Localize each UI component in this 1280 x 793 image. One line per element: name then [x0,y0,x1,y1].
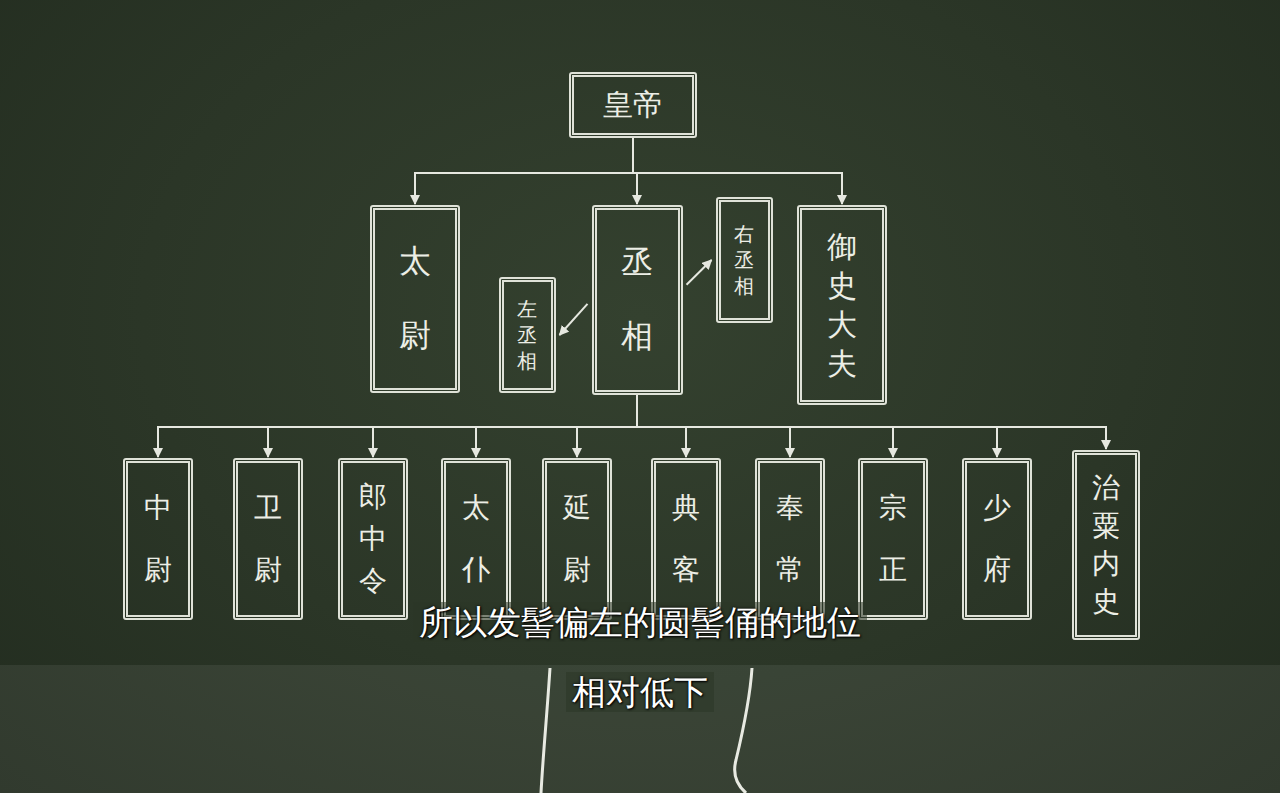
hierarchy-connector [577,395,637,457]
hierarchy-connector [373,395,637,457]
office-name: 太仆 [462,477,490,600]
subtitle-text: 相对低下 [566,672,714,712]
office-box: 卫尉 [233,458,303,620]
office-box: 延尉 [542,458,612,620]
deputy-box: 右丞相 [716,197,773,323]
subtitle-line: 相对低下 [0,670,1280,716]
office-name: 宗正 [879,477,907,600]
hierarchy-connector [633,138,842,204]
emperor-box: 皇帝 [569,72,697,138]
office-name: 卫尉 [254,477,282,600]
office-box: 宗正 [858,458,928,620]
office-box: 中尉 [123,458,193,620]
office-box: 治粟内史 [1072,450,1140,640]
hierarchy-connector [415,138,633,204]
office-name: 左丞相 [517,296,537,374]
office-name: 中尉 [144,477,172,600]
hierarchy-connector [476,395,637,457]
subtitle-band [0,665,1280,793]
figure-outline [735,668,752,793]
office-name: 丞相 [621,226,653,373]
office-box: 太仆 [441,458,511,620]
office-name: 典客 [672,477,700,600]
office-box: 郎中令 [338,458,408,620]
office-box: 典客 [651,458,721,620]
subtitle-text: 所以发髻偏左的圆髻俑的地位 [413,602,867,642]
office-box: 御史大夫 [797,205,887,405]
office-name: 右丞相 [734,221,754,299]
hierarchy-connector [687,260,712,285]
office-name: 皇帝 [603,87,663,123]
office-name: 郎中令 [359,476,387,602]
office-name: 御史大夫 [827,227,857,383]
office-name: 治粟内史 [1092,469,1120,620]
subtitle-line: 所以发髻偏左的圆髻俑的地位 [0,600,1280,646]
office-name: 太尉 [399,225,431,372]
figure-outline [541,668,550,793]
office-box: 奉常 [755,458,825,620]
office-name: 奉常 [776,477,804,600]
office-box: 太尉 [370,205,460,393]
hierarchy-connector [268,395,637,457]
office-box: 丞相 [592,205,683,395]
office-box: 少府 [962,458,1032,620]
office-name: 少府 [983,477,1011,600]
deputy-box: 左丞相 [499,277,556,393]
office-name: 延尉 [563,477,591,600]
hierarchy-connector [560,304,588,335]
hierarchy-connector [158,395,637,457]
